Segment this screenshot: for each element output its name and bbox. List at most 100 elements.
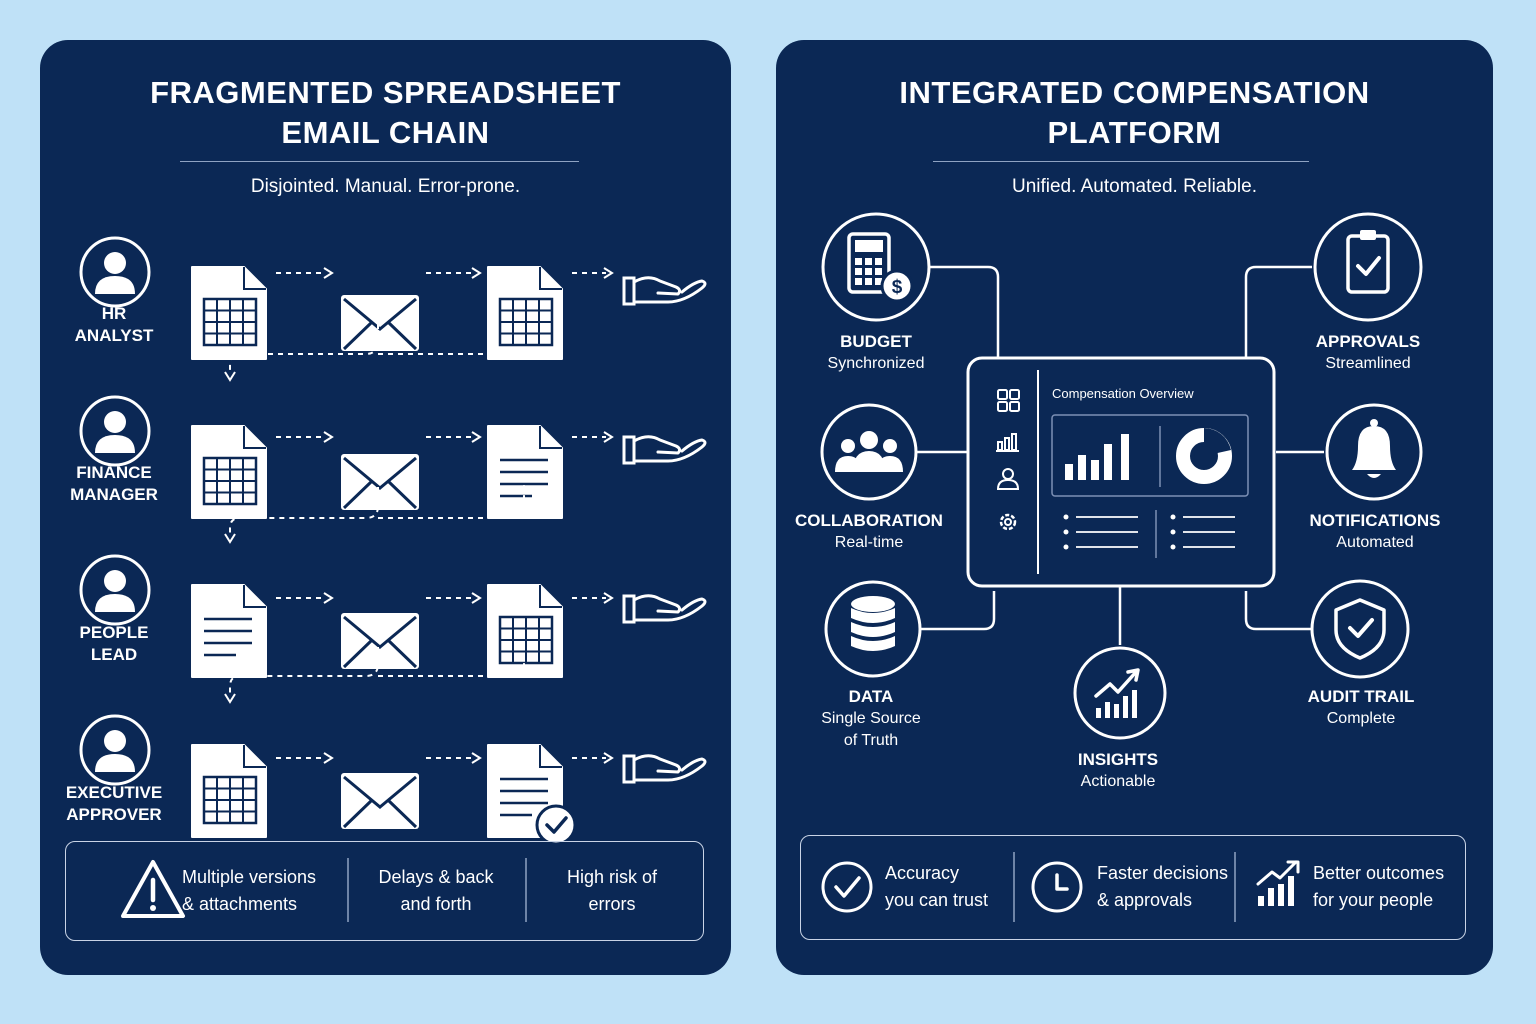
donut-hole	[1194, 446, 1214, 466]
problem-multiple-versions: Multiple versions& attachments	[182, 867, 317, 914]
calc-key	[875, 278, 882, 285]
team-icon	[835, 431, 903, 472]
warning-icon	[121, 860, 185, 918]
gear-teeth	[999, 513, 1017, 531]
growth-chart-icon	[1256, 860, 1300, 906]
gear-hub	[1004, 518, 1012, 526]
arrow-head	[603, 267, 614, 279]
team-body	[853, 451, 885, 472]
document-icon	[191, 584, 267, 678]
list-bullet	[1063, 544, 1069, 550]
feature-notifications: NOTIFICATIONS Automated	[1309, 511, 1441, 551]
envelope-icon	[341, 613, 419, 669]
growth-bar	[1258, 896, 1264, 906]
bell-clapper	[1367, 474, 1381, 478]
page-fold	[539, 745, 562, 768]
arrow-head	[603, 752, 614, 764]
hand-outline	[632, 754, 707, 782]
settings-gear-icon	[999, 513, 1017, 531]
user-icon	[79, 395, 151, 467]
connector-line	[1244, 591, 1312, 631]
spreadsheet-icon	[191, 266, 267, 360]
growth-arrow	[1286, 860, 1300, 874]
user-icon-body	[95, 276, 135, 294]
calc-key	[865, 268, 872, 275]
problems-summary-box: Multiple versions& attachments Delays & …	[65, 841, 704, 941]
integrated-platform-diagram: $	[820, 212, 1423, 922]
user-icon	[79, 554, 151, 626]
profile-body	[996, 478, 1020, 490]
feature-insights: INSIGHTS Actionable	[1077, 750, 1159, 790]
user-icon-head	[104, 730, 126, 752]
connector-line	[918, 591, 996, 631]
connector-line	[929, 265, 1000, 357]
arrow-head	[323, 431, 334, 443]
dashboard-bar	[1121, 434, 1129, 480]
envelope-icon	[341, 295, 419, 351]
clipboard-check	[1356, 256, 1381, 276]
feature-budget: BUDGET Synchronized	[827, 332, 925, 372]
arrow-head	[603, 431, 614, 443]
user-icon-body	[95, 435, 135, 453]
team-head	[883, 439, 897, 453]
page-fold	[243, 585, 266, 608]
page-fold	[539, 426, 562, 449]
hand-cuff	[622, 276, 636, 306]
benefit-faster-decisions: Faster decisions& approvals	[1097, 863, 1229, 910]
bell-top	[1370, 419, 1378, 427]
feature-audit-trail: AUDIT TRAIL Complete	[1307, 687, 1415, 727]
title-divider	[180, 161, 579, 162]
grid-icon	[997, 389, 1020, 412]
donut-chart-icon	[1176, 428, 1232, 484]
warning-dot	[150, 905, 156, 911]
db-tier	[851, 636, 895, 651]
title-divider	[933, 161, 1309, 162]
db-tier	[851, 622, 895, 637]
shield-check-icon	[1334, 598, 1386, 660]
shield-check	[1348, 618, 1374, 638]
calc-key	[865, 258, 872, 265]
calc-screen	[855, 240, 883, 252]
arrow-head	[323, 267, 334, 279]
user-icon-head	[104, 570, 126, 592]
arrow-head	[224, 371, 236, 382]
team-head	[860, 431, 878, 449]
feature-ring	[1310, 579, 1410, 679]
feature-approvals: APPROVALS Streamlined	[1315, 332, 1421, 372]
growth-bar	[1288, 876, 1294, 906]
page-fold	[243, 267, 266, 290]
approved-document-icon	[487, 744, 577, 846]
dollar-glyph: $	[892, 277, 903, 298]
arrow-head	[471, 267, 482, 279]
user-icon	[79, 714, 151, 786]
dashboard-bar	[1065, 464, 1073, 480]
page-fold	[243, 745, 266, 768]
coin-badge	[880, 269, 914, 303]
clipboard-clip	[1360, 230, 1376, 240]
user-icon-ring	[79, 236, 151, 308]
db-tier	[851, 608, 895, 623]
calc-key	[875, 258, 882, 265]
calc-key	[875, 268, 882, 275]
dashed-connector	[378, 478, 525, 519]
user-icon-head	[104, 411, 126, 433]
dashboard-bar	[1091, 460, 1099, 480]
user-icon-head	[104, 252, 126, 274]
envelope-flap	[343, 615, 417, 649]
envelope-fold	[342, 639, 418, 669]
envelope-icon	[341, 454, 419, 510]
dashboard-bar	[1104, 444, 1112, 480]
page-fold	[539, 585, 562, 608]
user-icon-ring	[79, 714, 151, 786]
check-ring	[821, 861, 873, 913]
growth-line	[1256, 860, 1298, 886]
envelope-flap	[343, 456, 417, 490]
team-head	[841, 439, 855, 453]
arrow-head	[224, 533, 236, 544]
user-icon	[79, 236, 151, 308]
